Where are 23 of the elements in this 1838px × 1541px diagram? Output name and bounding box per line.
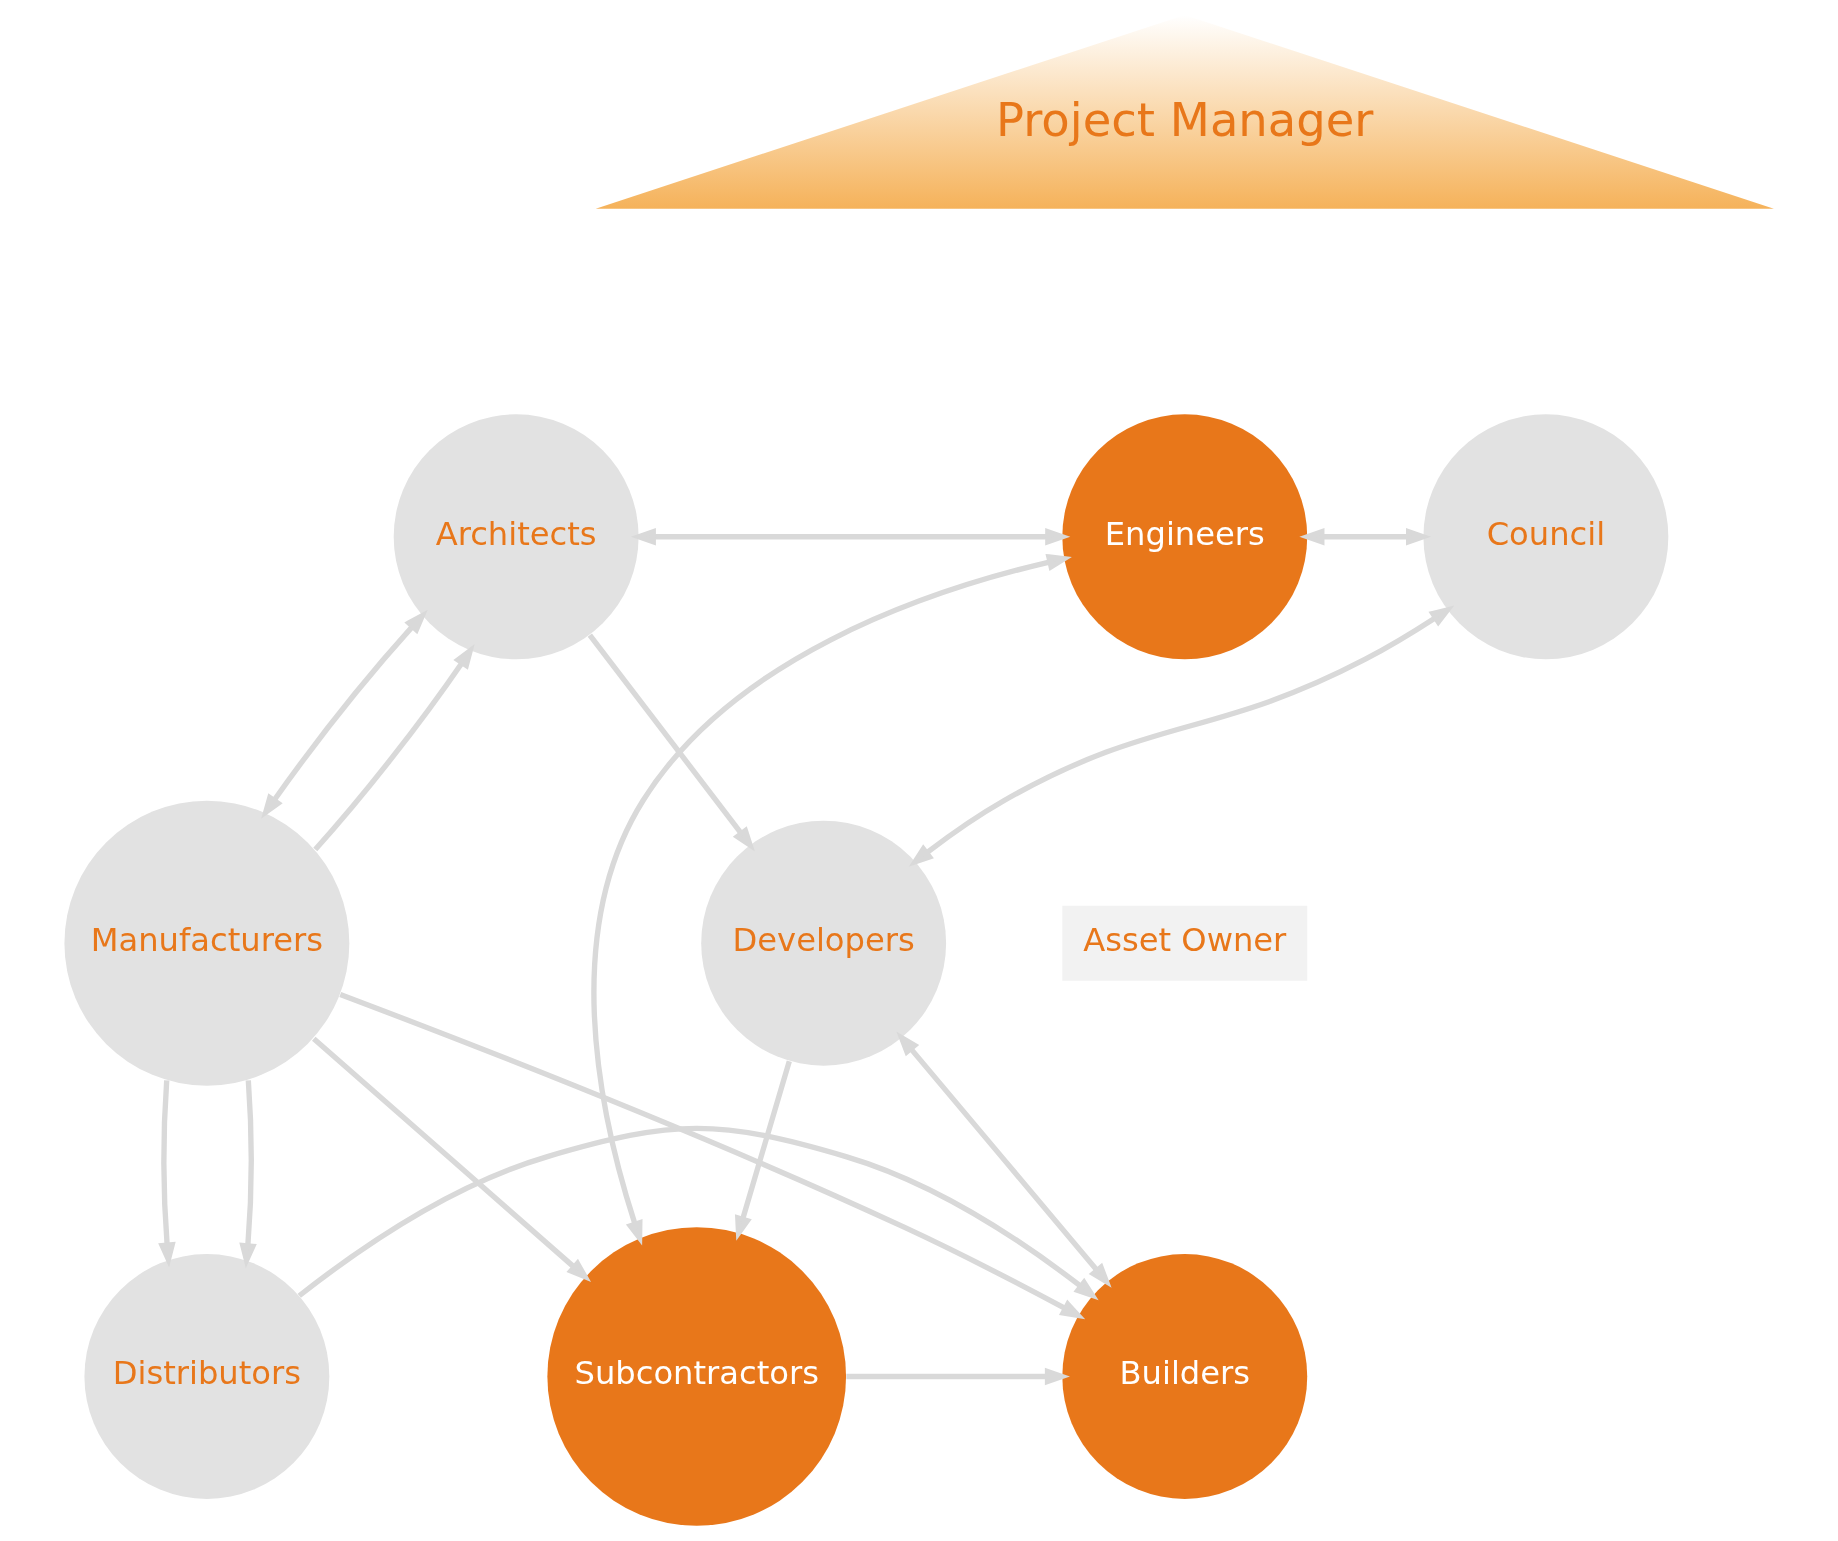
- arrow: [297, 1125, 1099, 1301]
- arrow: [312, 1036, 592, 1282]
- node-circle: Subcontractors: [547, 1227, 847, 1526]
- arrow: [239, 1080, 257, 1269]
- node-circle: Distributors: [84, 1254, 330, 1499]
- arrow: [591, 553, 1072, 1246]
- node-circle: Builders: [1062, 1254, 1308, 1499]
- node-circle: Council: [1423, 414, 1669, 660]
- node-circle: Manufacturers: [64, 800, 350, 1086]
- arrow: [1299, 528, 1432, 546]
- arrow: [896, 1031, 1112, 1288]
- arrow: [734, 1060, 792, 1241]
- node-circle: Developers: [701, 820, 947, 1066]
- arrow: [587, 633, 755, 852]
- arrow: [313, 644, 475, 852]
- node-circle: Architects: [393, 414, 639, 660]
- node-circle: Engineers: [1062, 414, 1308, 660]
- arrow: [261, 609, 428, 819]
- arrow: [630, 528, 1071, 546]
- arrow: [158, 1080, 176, 1268]
- arrow: [846, 1367, 1070, 1386]
- arrow: [908, 605, 1455, 867]
- arrow: [339, 991, 1086, 1320]
